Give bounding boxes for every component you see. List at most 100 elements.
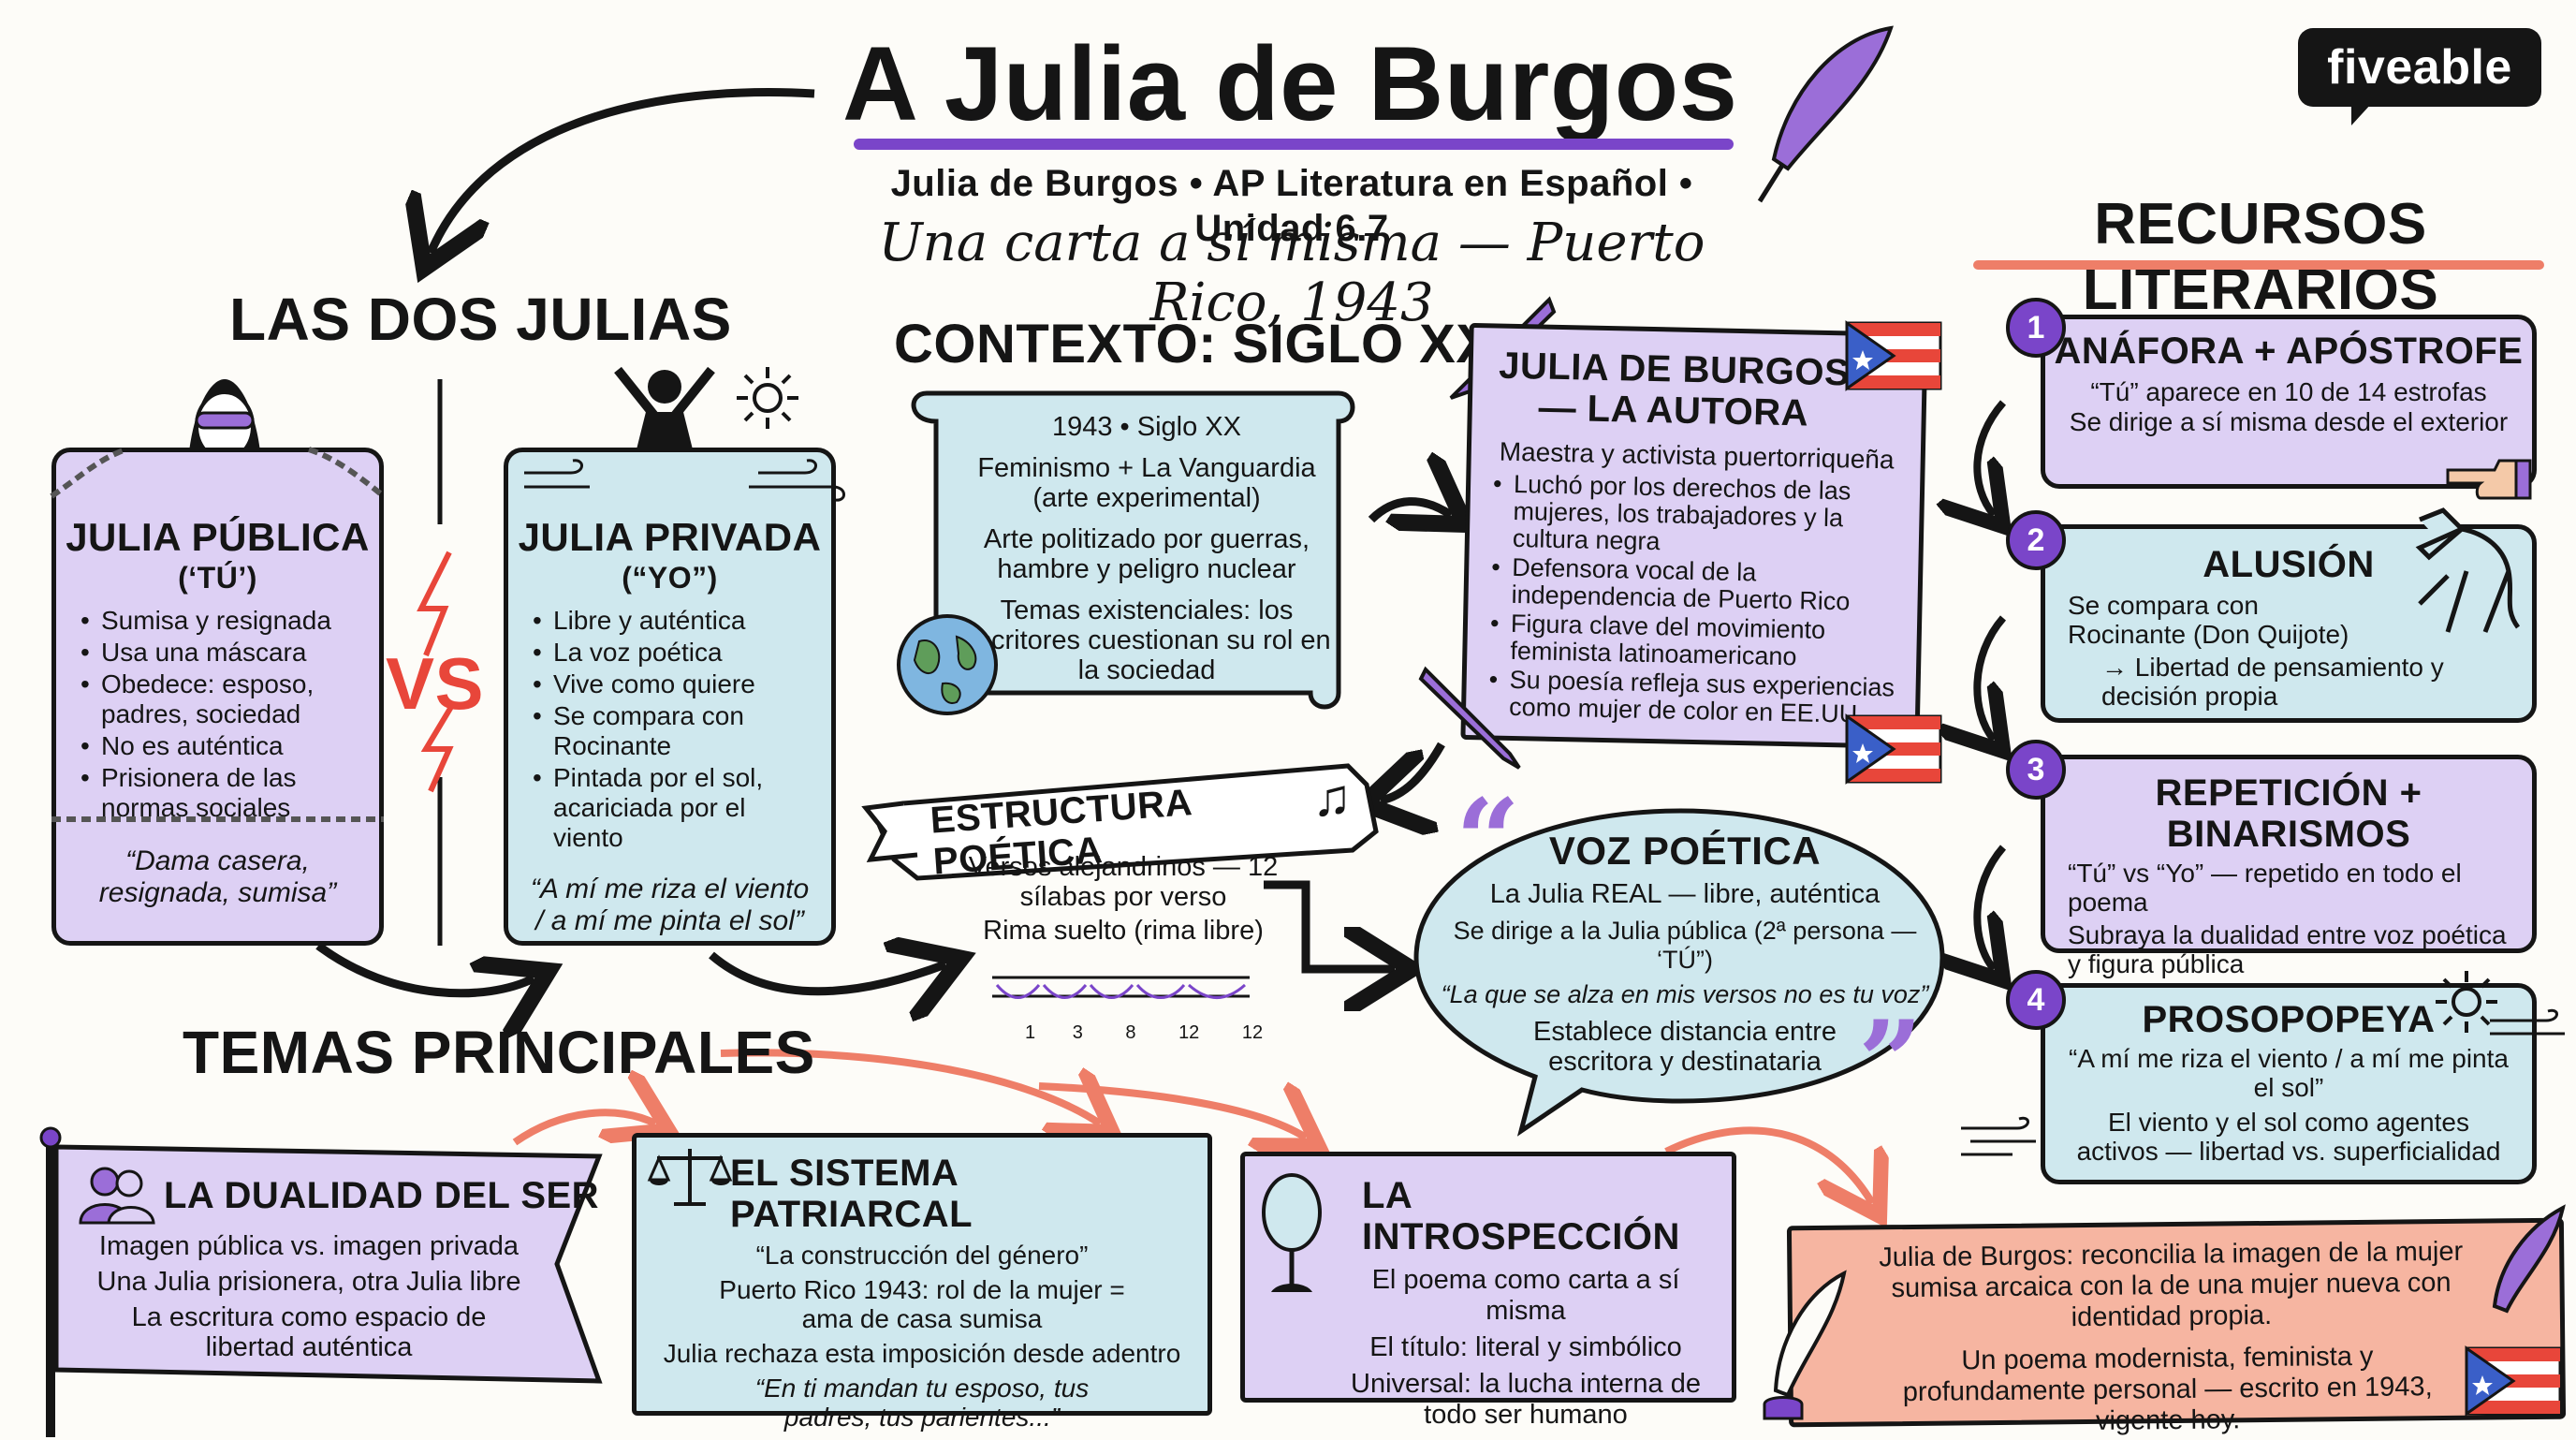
list-item: Su poesía refleja sus experiencias como … (1488, 666, 1901, 728)
logo-speech-tail (2351, 103, 2372, 125)
contexto-line: Feminismo + La Vanguardia (arte experime… (977, 453, 1316, 513)
julia-privada-title: JULIA PRIVADA (518, 515, 822, 559)
quill-icon (2492, 1204, 2566, 1314)
julia-publica-list: Sumisa y resignada Usa una máscara Obede… (80, 606, 368, 823)
list-item: Vive como quiere (533, 669, 820, 699)
page-tagline: Una carta a sí misma — Puerto Rico, 1943 (878, 213, 1705, 333)
vs-label: VS (386, 642, 485, 725)
page-title: A Julia de Burgos (842, 25, 1738, 142)
recurso-title: ANÁFORA + APÓSTROFE (2054, 331, 2524, 372)
chain-icon (50, 447, 386, 822)
recurso-number-badge: 3 (2006, 740, 2066, 800)
recurso-line: Se compara con Rocinante (Don Quijote) (2068, 591, 2349, 649)
conclusion-line-1: Julia de Burgos: reconcilia la imagen de… (1879, 1236, 2464, 1333)
quill-icon (1763, 1270, 1847, 1420)
temas-heading: TEMAS PRINCIPALES (183, 1019, 815, 1086)
voz-quote: “La que se alza en mis versos no es tu v… (1441, 980, 1929, 1008)
globe-icon (897, 614, 998, 715)
list-item: La voz poética (533, 638, 820, 668)
open-quote-icon: “ (1456, 774, 1521, 906)
tema-line: Imagen pública vs. imagen privada (98, 1231, 520, 1261)
list-item: Sumisa y resignada (80, 606, 368, 636)
conclusion-card: Julia de Burgos: reconcilia la imagen de… (1786, 1217, 2567, 1436)
list-item: Libre y auténtica (533, 606, 820, 636)
list-item: Figura clave del movimiento feminista la… (1489, 610, 1902, 672)
puerto-rico-flag-icon (2465, 1345, 2562, 1417)
wind-icon (2490, 1008, 2565, 1036)
pen-icon (1418, 666, 1521, 770)
wind-icon (524, 459, 845, 502)
tema-text: “La construcción del género” Puerto Rico… (650, 1241, 1194, 1432)
recursos-heading: RECURSOS LITERARIOS (2082, 192, 2439, 322)
recurso-number-badge: 2 (2006, 510, 2066, 570)
horse-icon (2415, 507, 2521, 633)
autora-list: Luchó por los derechos de las mujeres, l… (1488, 470, 1905, 728)
tema-title: LA INTROSPECCIÓN (1362, 1175, 1680, 1257)
scroll-background (911, 390, 1355, 710)
dos-julias-heading: LAS DOS JULIAS (229, 286, 732, 353)
voz-line: Establece distancia entre escritora y de… (1532, 1017, 1837, 1077)
list-item: Pintada por el sol, acariciada por el vi… (533, 763, 820, 853)
tema-card-introspeccion: LA INTROSPECCIÓN El poema como carta a s… (1240, 1152, 1736, 1430)
contexto-heading: CONTEXTO: SIGLO XX (894, 314, 1493, 375)
meter-number: 12 (1178, 1022, 1200, 1043)
meter-number: 3 (1072, 1022, 1083, 1043)
tema-line: El título: literal y simbólico (1369, 1332, 1682, 1362)
speech-bubble (1413, 808, 1945, 1137)
recurso-line: El viento y el sol como agentes activos … (2076, 1108, 2501, 1166)
estructura-line: Rima suelto (rima libre) (983, 916, 1264, 946)
puerto-rico-flag-icon (1845, 320, 1942, 391)
recurso-line: Se dirige a sí misma desde el exterior (2069, 407, 2509, 436)
mirror-icon (1262, 1173, 1322, 1292)
julia-publica-title: JULIA PÚBLICA (66, 515, 370, 559)
voz-line: Se dirige a la Julia pública (2ª persona… (1453, 917, 1917, 974)
recurso-line: “A mí me riza el viento / a mí me pinta … (2069, 1044, 2509, 1102)
meter-diagram (992, 976, 1250, 999)
recurso-number-badge: 4 (2006, 970, 2066, 1030)
recurso-line: → Libertad de pensamiento y decisión pro… (2101, 653, 2444, 711)
lightning-icon (417, 551, 457, 793)
voz-title: VOZ POÉTICA (1548, 829, 1822, 873)
julia-publica-quote: “Dama casera, resignada, sumisa” (98, 845, 337, 908)
sun-icon (2436, 971, 2497, 1033)
tema-title: LA DUALIDAD DEL SER (164, 1175, 600, 1216)
meter-number: 12 (1241, 1022, 1264, 1043)
julia-publica-card: JULIA PÚBLICA (‘TÚ’) Sumisa y resignada … (51, 448, 384, 946)
julia-privada-list: Libre y auténtica La voz poética Vive co… (533, 606, 820, 853)
recurso-title: PROSOPOPEYA (2142, 999, 2436, 1040)
flag-banner (39, 1126, 603, 1437)
recurso-card-1: ANÁFORA + APÓSTROFE “Tú” aparece en 10 d… (2041, 315, 2537, 489)
contexto-line: Arte politizado por guerras, hambre y pe… (983, 524, 1310, 584)
julia-publica-pronoun: (‘TÚ’) (178, 561, 257, 595)
julia-privada-card: JULIA PRIVADA (“YO”) Libre y auténtica L… (504, 448, 836, 946)
list-item: Luchó por los derechos de las mujeres, l… (1492, 470, 1906, 560)
wind-icon (1961, 1116, 2036, 1156)
recurso-title: ALUSIÓN (2203, 544, 2375, 585)
recurso-line: Subraya la dualidad entre voz poética y … (2068, 920, 2507, 978)
list-item: Prisionera de las normas sociales (80, 763, 368, 823)
list-item: Usa una máscara (80, 638, 368, 668)
tema-line: Universal: la lucha interna de todo ser … (1351, 1369, 1701, 1430)
puerto-rico-flag-icon (1845, 713, 1942, 785)
julia-privada-pronoun: (“YO”) (622, 561, 718, 595)
tema-line: Puerto Rico 1943: rol de la mujer = ama … (719, 1275, 1125, 1333)
recursos-underline (1973, 260, 2544, 270)
list-item: Defensora vocal de la independencia de P… (1490, 553, 1903, 616)
title-underline (854, 139, 1734, 150)
page-subtitle: Julia de Burgos • AP Literatura en Españ… (890, 163, 1693, 249)
music-note-icon: ♫ (1312, 768, 1352, 827)
meter-numbers: 1 3 8 12 12 (1025, 1022, 1263, 1043)
estructura-line: Versos alejandrinos — 12 sílabas por ver… (968, 852, 1279, 912)
tema-title: EL SISTEMA PATRIARCAL (730, 1153, 973, 1235)
tema-quote: “En ti mandan tu esposo, tus padres, tus… (754, 1374, 1090, 1432)
scales-icon (647, 1149, 733, 1206)
fiveable-logo: fiveable (2298, 28, 2541, 107)
contexto-text: 1943 • Siglo XX Feminismo + La Vanguardi… (950, 412, 1343, 685)
list-item: No es auténtica (80, 731, 368, 761)
meter-number: 8 (1125, 1022, 1136, 1043)
list-item: Se compara con Rocinante (533, 701, 820, 761)
voz-text: La Julia REAL — libre, auténtica Se diri… (1427, 880, 1942, 1078)
recurso-line: “Tú” vs “Yo” — repetido en todo el poema (2068, 859, 2462, 917)
recurso-title: REPETICIÓN + BINARISMOS (2155, 772, 2422, 855)
